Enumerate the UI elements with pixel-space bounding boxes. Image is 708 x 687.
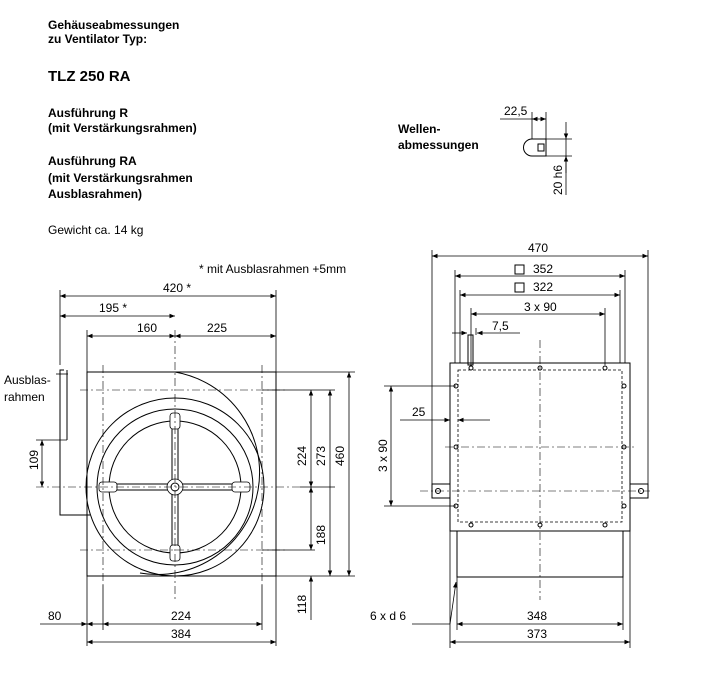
dim-3x90-horizontal: 3 x 90 — [524, 300, 557, 314]
shaft-outline — [523, 138, 547, 157]
dim-224-horizontal: 224 — [171, 609, 191, 623]
dim-160: 160 — [137, 321, 157, 335]
dim-overall-width: 420 * — [163, 281, 191, 295]
shaft-detail: 22,5 20 h6 — [500, 104, 572, 195]
fixing-holes — [453, 365, 627, 528]
dim-384: 384 — [171, 627, 191, 641]
variant-r-line-2: (mit Verstärkungsrahmen) — [48, 121, 197, 135]
dim-322: 322 — [533, 280, 553, 294]
dim-224-vertical: 224 — [295, 446, 309, 466]
model-title: TLZ 250 RA — [48, 68, 131, 85]
outlet-label-2: rahmen — [4, 390, 45, 404]
shaft-stub-left — [431, 483, 451, 499]
shaft-stub-right — [629, 483, 649, 499]
variant-ra-line-2: (mit Verstärkungsrahmen — [48, 171, 193, 185]
variant-ra-line-3: Ausblasrahmen) — [48, 187, 143, 201]
weight-label: Gewicht ca. 14 kg — [48, 223, 144, 237]
dim-460: 460 — [333, 446, 347, 466]
dim-373: 373 — [527, 627, 547, 641]
dim-109: 109 — [27, 450, 41, 470]
dim-25: 25 — [412, 405, 426, 419]
dim-80: 80 — [48, 609, 62, 623]
holes-label: 6 x d 6 — [370, 609, 406, 623]
scroll-housing-curve — [139, 371, 260, 576]
variant-r-line-1: Ausführung R — [48, 106, 128, 120]
shaft-key — [537, 143, 545, 152]
front-housing — [86, 371, 277, 577]
dim-273: 273 — [314, 446, 328, 466]
shaft-label-2: abmessungen — [398, 138, 479, 152]
dim-3x90-vertical: 3 x 90 — [376, 439, 390, 472]
header-line-2: zu Ventilator Typ: — [48, 32, 148, 46]
front-view: 420 * 195 * 160 225 224 273 460 188 118 … — [27, 281, 355, 646]
shaft-label-1: Wellen- — [398, 122, 441, 136]
side-view: 470 352 322 3 x 90 7,5 25 3 x 90 6 x d 6 — [370, 241, 650, 648]
dim-352: 352 — [533, 262, 553, 276]
dim-188: 188 — [314, 525, 328, 545]
outlet-label-1: Ausblas- — [4, 373, 51, 387]
shaft-length-label: 22,5 — [504, 104, 528, 118]
outlet-note: * mit Ausblasrahmen +5mm — [199, 262, 347, 276]
shaft-diameter-label: 20 h6 — [551, 165, 565, 195]
variant-ra-line-1: Ausführung RA — [48, 154, 137, 168]
outlet-frame — [59, 369, 90, 516]
dim-470: 470 — [528, 241, 548, 255]
dim-118: 118 — [295, 595, 309, 614]
header-line-1: Gehäuseabmessungen — [48, 18, 180, 32]
dim-7-5: 7,5 — [492, 319, 509, 333]
dim-225: 225 — [207, 321, 227, 335]
dim-348: 348 — [527, 609, 547, 623]
dim-left-width: 195 * — [99, 301, 127, 315]
